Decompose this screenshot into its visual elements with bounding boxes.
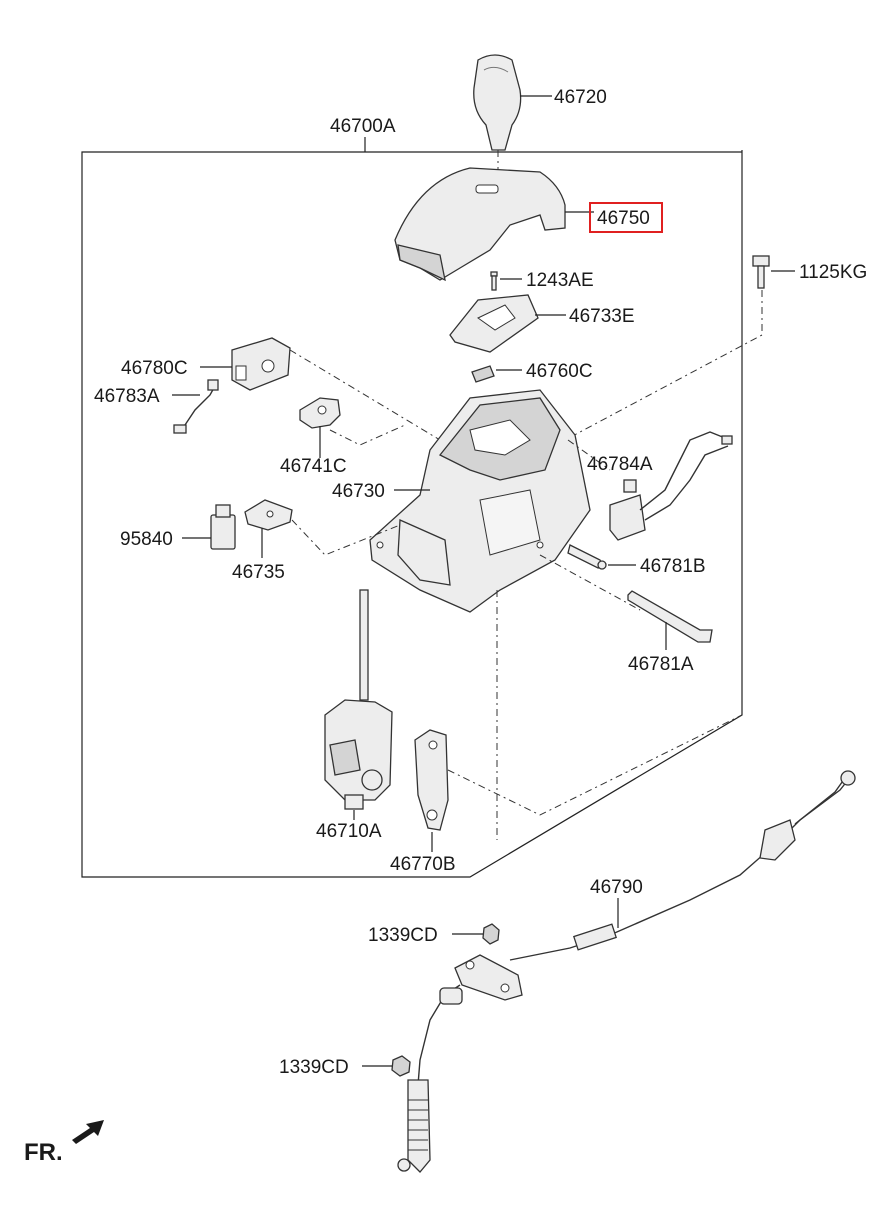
label-46781A: 46781A [628, 654, 694, 675]
shaft-icon [627, 590, 713, 643]
direction-label: FR. [24, 1139, 63, 1166]
label-1125KG: 1125KG [799, 262, 867, 283]
label-46760C: 46760C [526, 361, 593, 382]
label-1339CD-top: 1339CD [368, 925, 438, 946]
nut-bottom-icon [391, 1055, 411, 1077]
bracket-icon [471, 365, 495, 383]
label-46735: 46735 [232, 562, 285, 583]
label-46720: 46720 [554, 87, 607, 108]
label-46750: 46750 [597, 208, 650, 229]
label-46770B: 46770B [390, 854, 456, 875]
lever-bracket [414, 729, 449, 831]
nut-top-icon [482, 923, 500, 945]
label-46783A: 46783A [94, 386, 160, 407]
label-95840: 95840 [120, 529, 173, 550]
label-46781B: 46781B [640, 556, 706, 577]
wire-harness [173, 379, 219, 434]
front-arrow-icon [72, 1120, 104, 1144]
label-46733E: 46733E [569, 306, 635, 327]
label-46741C: 46741C [280, 456, 347, 477]
label-46780C: 46780C [121, 358, 188, 379]
pin-icon [567, 544, 607, 570]
label-1339CD-bottom: 1339CD [279, 1057, 349, 1078]
label-46790: 46790 [590, 877, 643, 898]
label-1243AE: 1243AE [526, 270, 594, 291]
clip-bracket [299, 397, 341, 429]
shift-knob [473, 54, 522, 151]
highlight-box [589, 202, 663, 233]
label-46710A: 46710A [316, 821, 382, 842]
gate-plate [449, 294, 539, 353]
label-46784A: 46784A [587, 454, 653, 475]
bolt-icon [752, 255, 770, 289]
shift-cable [397, 770, 856, 1173]
lever-assembly [324, 589, 393, 810]
assembly-frame [81, 150, 743, 878]
retainer-clip [244, 499, 293, 531]
label-46700A: 46700A [330, 116, 396, 137]
indicator-cover [394, 167, 566, 282]
sensor-connector [609, 431, 733, 541]
switch-icon [210, 504, 236, 550]
control-module [231, 337, 291, 391]
label-46730: 46730 [332, 481, 385, 502]
shifter-housing [369, 389, 591, 613]
screw-icon [490, 271, 498, 291]
